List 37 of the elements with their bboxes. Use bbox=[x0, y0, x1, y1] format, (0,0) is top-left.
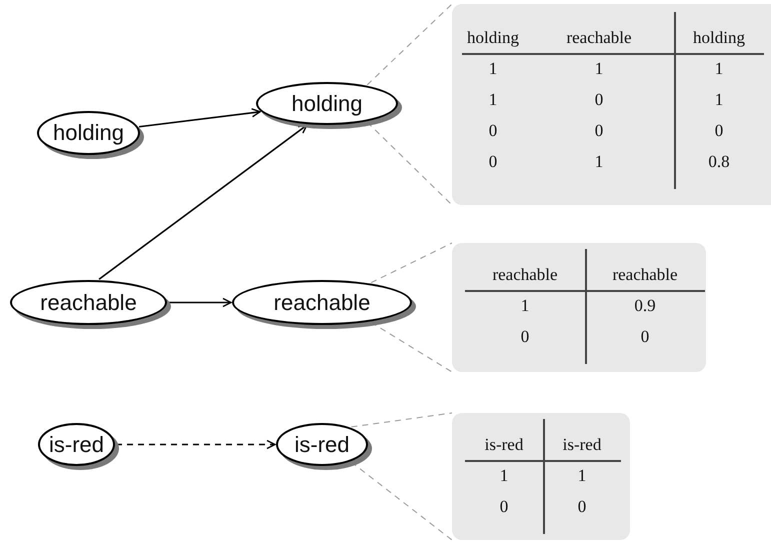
table-cell-text: 0.8 bbox=[707, 150, 731, 172]
leader-line bbox=[366, 4, 452, 206]
table-header-cell-text: reachable bbox=[491, 264, 559, 286]
table-cell-text: 1 bbox=[498, 464, 510, 486]
table-cell-text: 1 bbox=[488, 58, 498, 80]
table-cell-text: 0 bbox=[714, 120, 724, 142]
arrow bbox=[168, 298, 232, 308]
table-cell-text: 0 bbox=[640, 326, 650, 348]
table-cell-text: 1 bbox=[576, 464, 588, 486]
table-cell-text: 0 bbox=[488, 150, 498, 172]
table-cell-text: 1 bbox=[594, 150, 604, 172]
table-cell-text: 1 bbox=[714, 88, 724, 110]
table-cell-text: 0 bbox=[594, 88, 604, 110]
arrow bbox=[138, 108, 261, 128]
table-header-cell-text: holding bbox=[692, 26, 746, 49]
table-cell-text: 1 bbox=[714, 58, 724, 80]
table-panel bbox=[452, 4, 771, 205]
table-cell-text: 0 bbox=[576, 496, 588, 518]
leader-line bbox=[370, 242, 452, 372]
table-panel bbox=[452, 243, 706, 372]
table-cell-text: 0 bbox=[488, 120, 498, 142]
table-cell-text: 0.9 bbox=[633, 294, 657, 316]
table-cell-text: 1 bbox=[520, 294, 530, 316]
table-panel bbox=[452, 413, 630, 540]
arrow bbox=[98, 124, 308, 280]
table-header-cell-text: reachable bbox=[565, 26, 633, 48]
table-cell-text: 1 bbox=[488, 88, 498, 110]
table-cell-text: 0 bbox=[594, 120, 604, 142]
table-header-cell-text: is-red bbox=[484, 434, 524, 456]
table-header-cell-text: is-red bbox=[562, 434, 602, 456]
table-cell-text: 0 bbox=[498, 496, 510, 518]
arrow bbox=[116, 440, 276, 450]
table-header-cell-text: holding bbox=[466, 26, 520, 49]
leader-line bbox=[350, 412, 452, 540]
table-cell-text: 1 bbox=[594, 58, 604, 80]
table-cell-text: 0 bbox=[520, 326, 530, 348]
table-header-cell-text: reachable bbox=[611, 264, 679, 286]
